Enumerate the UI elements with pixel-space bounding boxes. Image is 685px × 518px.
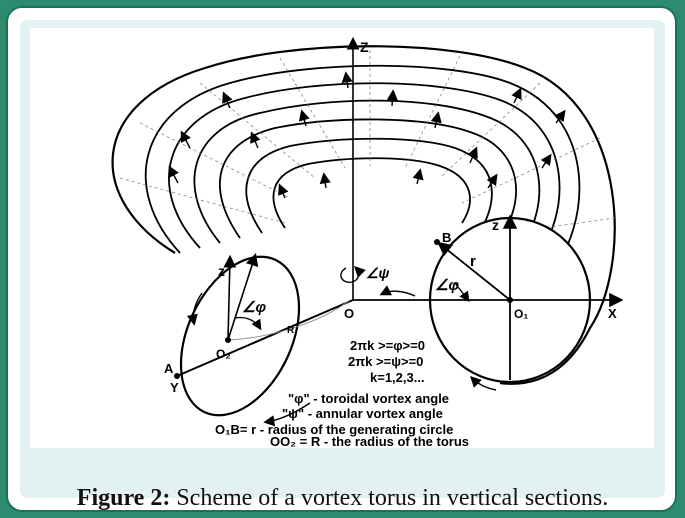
torus-diagram: Z ∠ψ z ∠φ R O₂ O A Y z X B r ∠φ O₁ 2πk >… [30,28,654,448]
legend-torus-radius: OO₂ = R - the radius of the torus [270,434,469,448]
equation-psi: 2πk >=ψ>=0 [348,354,423,369]
o1-label: O₁ [514,307,528,321]
legend-phi: "φ" - toroidal vortex angle [288,391,449,406]
r-small-label: r [470,253,476,270]
a-label: A [164,361,174,376]
psi-angle-label: ∠ψ [366,265,390,281]
equation-phi: 2πk >=φ>=0 [350,338,425,353]
o2-label: O₂ [216,347,231,361]
caption-prefix: Figure 2: [76,485,171,511]
z-axis-label: Z [360,39,369,55]
torus-rings [144,64,581,274]
equation-k: k=1,2,3... [370,370,425,385]
legend-generating-circle: O₁B= r - radius of the generating circle [215,422,453,437]
o-label: O [344,306,354,321]
psi-rotation-arrow [340,266,366,283]
z-left-label: z [218,263,225,279]
b-label: B [442,230,451,245]
x-axis-label: X [608,306,617,321]
phi-left-label: ∠φ [242,299,266,316]
torus-outline [111,45,616,385]
r-big-label: R [287,325,295,336]
legend-psi: "ψ" - annular vortex angle [282,406,443,421]
y-label: Y [170,380,179,395]
torus-meridians [119,50,616,239]
phi-right-label: ∠φ [435,277,459,294]
z-right-label: z [492,217,499,233]
caption-text: Scheme of a vortex torus in vertical sec… [170,485,609,511]
figure-caption: Figure 2: Scheme of a vortex torus in ve… [0,485,685,512]
flow-arrows [168,71,566,199]
